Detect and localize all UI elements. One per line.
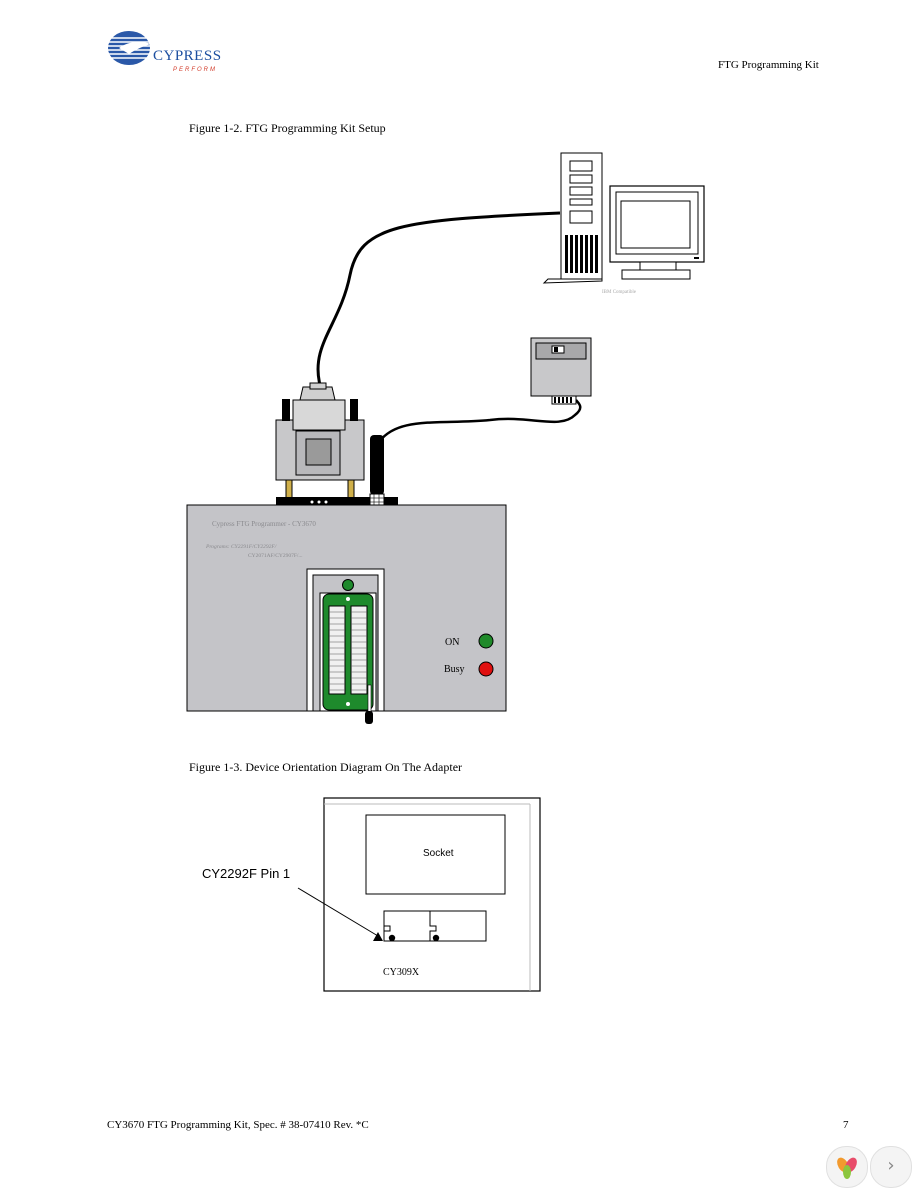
programmer-title: Cypress FTG Programmer - CY3670 (212, 520, 316, 528)
viewer-logo-button[interactable] (826, 1146, 868, 1188)
footer-doc-ref: CY3670 FTG Programming Kit, Spec. # 38-0… (107, 1119, 369, 1131)
power-plug-icon (369, 435, 385, 509)
monitor-icon (609, 185, 705, 280)
led-on-icon (478, 633, 494, 649)
pin1-pointer-line (297, 887, 379, 937)
figure-1-3-diagram: Socket CY2292F Pin 1 CY309X (202, 797, 541, 992)
flower-logo-icon (837, 1157, 857, 1179)
programmer-box: Cypress FTG Programmer - CY3670 Programs… (186, 504, 507, 724)
led-busy-icon (478, 661, 494, 677)
pin1-dot-right (432, 934, 440, 942)
db-connector-icon (275, 382, 398, 507)
adapter-label: CY309X (383, 967, 420, 978)
chevron-right-icon: › (887, 1155, 895, 1176)
socket-lever (365, 711, 373, 724)
figure-1-2-diagram: IBM Compatible Cypress FTG Programme (186, 152, 705, 724)
page-number: 7 (843, 1119, 849, 1131)
programs-line-1: Programs: CY2291F/CY2292F/ (205, 544, 277, 550)
cypress-logo: CYPRESS PERFORM (105, 28, 235, 78)
figure-1-2-caption: Figure 1-2. FTG Programming Kit Setup (189, 121, 386, 135)
pin1-label: CY2292F Pin 1 (202, 866, 290, 881)
socket-box (365, 814, 506, 895)
figure-1-3-caption: Figure 1-3. Device Orientation Diagram O… (189, 760, 463, 774)
socket-label: Socket (423, 848, 454, 859)
adapter-led-icon (342, 579, 354, 591)
pin1-dot-left (388, 934, 396, 942)
next-page-button[interactable]: › (870, 1146, 912, 1188)
logo-tagline: PERFORM (173, 67, 217, 73)
page-header-title: FTG Programming Kit (718, 59, 819, 71)
programs-line-2: CY2071AF/CY2907F/... (248, 553, 303, 559)
led-on-label: ON (445, 637, 459, 648)
computer-label: IBM Compatible (602, 290, 637, 295)
power-supply-icon (530, 337, 592, 405)
cypress-logo-icon (108, 31, 151, 65)
logo-wordmark: CYPRESS (153, 48, 222, 64)
computer-tower-icon (542, 152, 603, 284)
led-busy-label: Busy (444, 664, 465, 675)
pin1-arrowhead (373, 932, 383, 941)
